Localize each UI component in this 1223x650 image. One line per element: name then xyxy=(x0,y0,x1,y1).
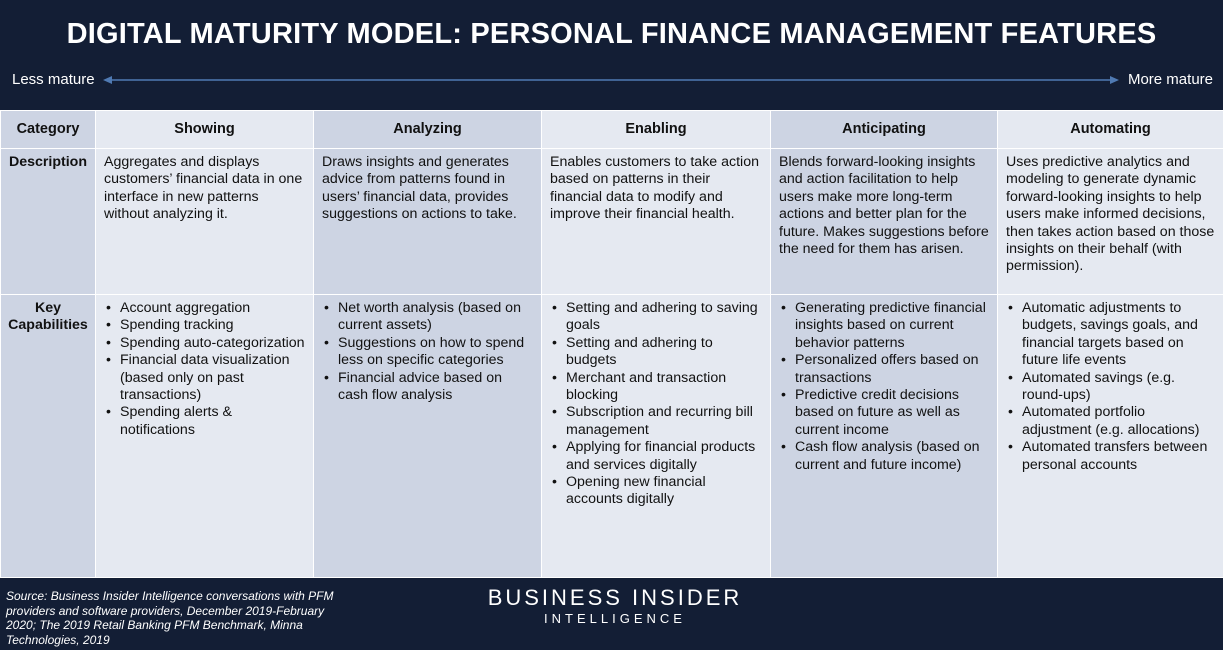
capabilities-list: Automatic adjustments to budgets, saving… xyxy=(1006,300,1217,474)
capability-item: Account aggregation xyxy=(104,300,307,318)
capabilities-list: Net worth analysis (based on current ass… xyxy=(322,300,535,404)
capability-item: Opening new financial accounts digitally xyxy=(550,474,764,509)
column-header-analyzing: Analyzing xyxy=(313,110,542,149)
category-header: Category xyxy=(0,110,96,149)
page-title: DIGITAL MATURITY MODEL: PERSONAL FINANCE… xyxy=(66,18,1157,50)
capability-item: Generating predictive financial insights… xyxy=(779,300,991,352)
more-mature-label: More mature xyxy=(1127,71,1213,88)
column-header-showing: Showing xyxy=(95,110,314,149)
capability-item: Automated portfolio adjustment (e.g. all… xyxy=(1006,404,1217,439)
capability-item: Suggestions on how to spend less on spec… xyxy=(322,335,535,370)
source-note: Source: Business Insider Intelligence co… xyxy=(6,589,334,647)
capability-item: Financial advice based on cash flow anal… xyxy=(322,370,535,405)
brand-subtitle: INTELLIGENCE xyxy=(544,611,686,626)
maturity-arrow-icon xyxy=(103,76,1119,84)
description-showing: Aggregates and displays customers’ finan… xyxy=(95,148,314,295)
capabilities-list: Setting and adhering to saving goalsSett… xyxy=(550,300,764,509)
description-anticipating: Blends forward-looking insights and acti… xyxy=(770,148,998,295)
description-automating: Uses predictive analytics and modeling t… xyxy=(997,148,1223,295)
capability-item: Personalized offers based on transaction… xyxy=(779,352,991,387)
capability-item: Net worth analysis (based on current ass… xyxy=(322,300,535,335)
capability-item: Predictive credit decisions based on fut… xyxy=(779,387,991,439)
capability-item: Spending tracking xyxy=(104,317,307,335)
description-analyzing: Draws insights and generates advice from… xyxy=(313,148,542,295)
capability-item: Setting and adhering to budgets xyxy=(550,335,764,370)
column-header-automating: Automating xyxy=(997,110,1223,149)
brand-name: BUSINESS INSIDER xyxy=(487,585,743,610)
column-header-enabling: Enabling xyxy=(541,110,771,149)
maturity-table: Category Showing Analyzing Enabling Anti… xyxy=(0,110,1223,578)
capabilities-list: Account aggregationSpending trackingSpen… xyxy=(104,300,307,439)
capability-item: Merchant and transaction blocking xyxy=(550,370,764,405)
description-row-label: Description xyxy=(0,148,96,295)
capability-item: Automated savings (e.g. round-ups) xyxy=(1006,370,1217,405)
capability-item: Subscription and recurring bill manageme… xyxy=(550,404,764,439)
capability-item: Financial data visualization (based only… xyxy=(104,352,307,404)
description-row: Description Aggregates and displays cust… xyxy=(0,148,1223,295)
description-enabling: Enables customers to take action based o… xyxy=(541,148,771,295)
maturity-scale: Less mature More mature xyxy=(0,68,1223,94)
less-mature-label: Less mature xyxy=(12,71,95,88)
brand-logo: BUSINESS INSIDER INTELLIGENCE xyxy=(480,585,750,626)
capability-item: Spending alerts & notifications xyxy=(104,404,307,439)
column-header-anticipating: Anticipating xyxy=(770,110,998,149)
capability-item: Spending auto-categorization xyxy=(104,335,307,353)
capabilities-row-label: Key Capabilities xyxy=(0,294,96,578)
capability-item: Automated transfers between personal acc… xyxy=(1006,439,1217,474)
capability-item: Applying for financial products and serv… xyxy=(550,439,764,474)
capability-item: Cash flow analysis (based on current and… xyxy=(779,439,991,474)
capability-item: Setting and adhering to saving goals xyxy=(550,300,764,335)
header-row: Category Showing Analyzing Enabling Anti… xyxy=(0,110,1223,149)
capability-item: Automatic adjustments to budgets, saving… xyxy=(1006,300,1217,370)
capabilities-row: Key Capabilities Account aggregationSpen… xyxy=(0,294,1223,578)
capabilities-list: Generating predictive financial insights… xyxy=(779,300,991,474)
